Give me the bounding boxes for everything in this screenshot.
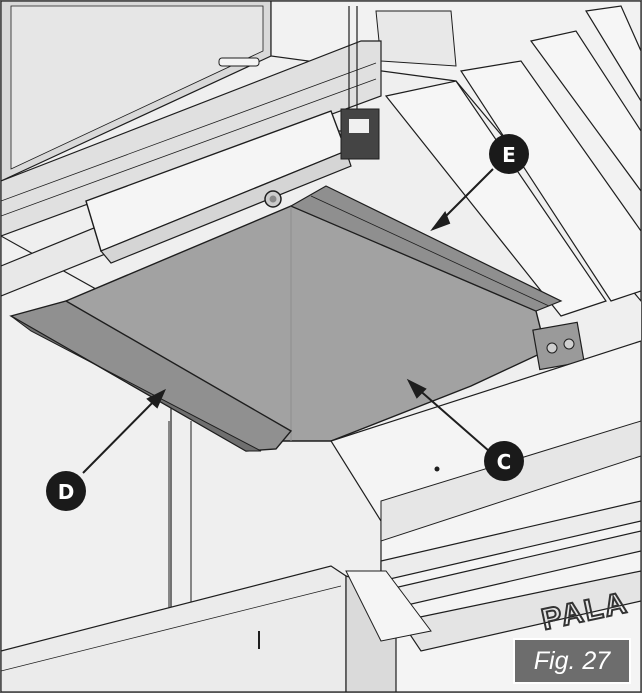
rear-strip-e	[289, 185, 563, 312]
callout-e: E	[489, 134, 529, 174]
figure-label: Fig. 27	[513, 638, 631, 684]
lower-bars	[380, 500, 641, 652]
arrow-icon	[82, 168, 494, 474]
slot	[218, 57, 260, 67]
bracket-icon	[340, 108, 380, 160]
callout-e-label: E	[502, 143, 516, 167]
slats	[384, 5, 641, 317]
callout-c-label: C	[497, 450, 512, 474]
callout-c: C	[484, 441, 524, 481]
callout-d-label: D	[58, 480, 75, 504]
tab-bracket	[532, 321, 585, 371]
rear-wall-inner	[10, 5, 264, 170]
upper-box	[375, 10, 457, 67]
callout-d: D	[46, 471, 86, 511]
top-rail	[1, 40, 382, 237]
